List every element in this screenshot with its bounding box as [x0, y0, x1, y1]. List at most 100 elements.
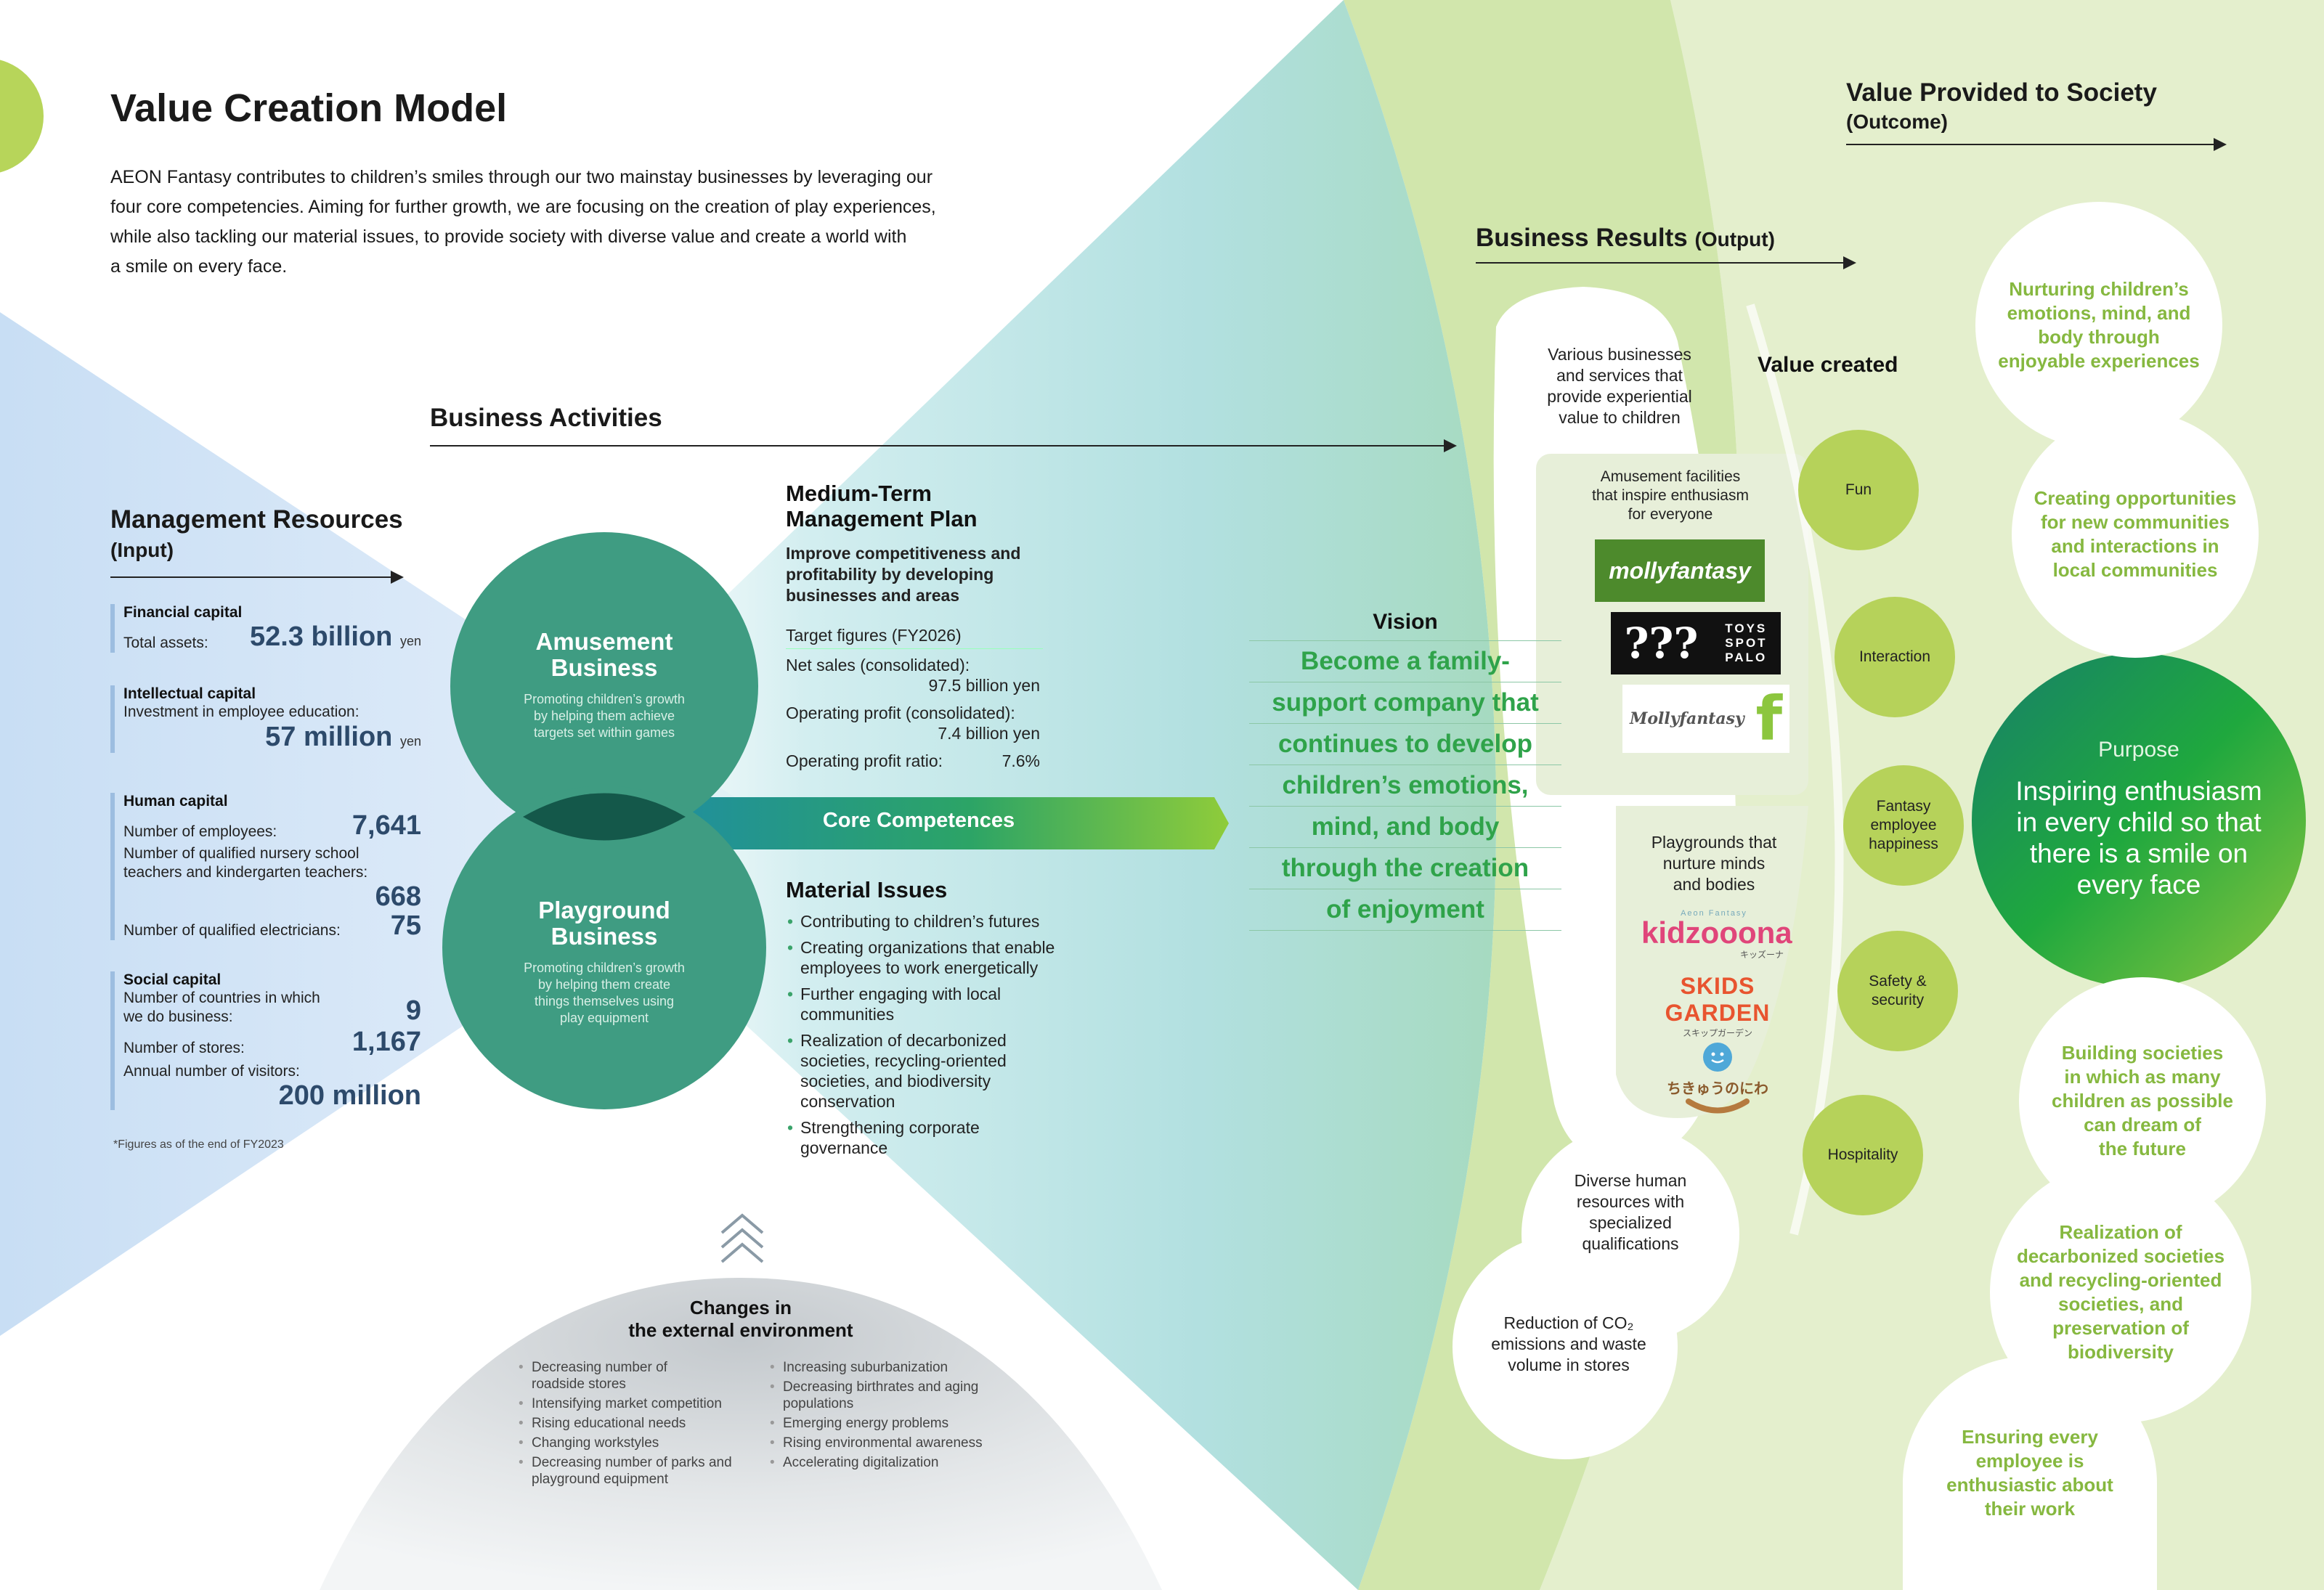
vision-line: mind, and body — [1249, 807, 1561, 848]
external-change-item: Increasing suburbanization — [768, 1359, 1015, 1376]
management-resources-heading: Management Resources — [110, 505, 403, 534]
external-change-item-line: populations — [783, 1396, 854, 1411]
external-environment-heading: Changes in the external environment — [596, 1297, 886, 1342]
skids-garden-kana: スキップガーデン — [1682, 1028, 1752, 1038]
material-issue-item-line: societies, and biodiversity — [800, 1072, 991, 1090]
value-safety-security: Safety & security — [1837, 931, 1958, 1051]
value-fun: Fun — [1798, 430, 1919, 550]
nursery-label: teachers and kindergarten teachers: — [123, 864, 368, 881]
external-list-right: Increasing suburbanizationDecreasing bir… — [768, 1359, 1015, 1474]
purpose-line: there is a smile on — [2029, 839, 2248, 868]
value-hospitality: Hospitality — [1803, 1095, 1923, 1215]
mtp-heading: Management Plan — [786, 506, 978, 531]
external-change-item: Rising educational needs — [517, 1415, 764, 1432]
outcome-line: and interactions in — [2051, 535, 2219, 557]
external-change-item-line: Emerging energy problems — [783, 1416, 949, 1431]
vision-heading: Vision — [1373, 610, 1438, 634]
countries-value: 9 — [405, 995, 421, 1026]
outcome-line: Building societies — [2061, 1041, 2224, 1064]
playgrounds-line: nurture minds — [1662, 854, 1766, 873]
outcome-line: enthusiastic about — [1946, 1474, 2113, 1496]
amusement-desc: Promoting children’s growth — [524, 692, 685, 706]
earth-icon — [1703, 1043, 1732, 1072]
skids-garden-logo: SKIDS GARDEN スキップガーデン — [1634, 973, 1801, 1039]
education-label: Investment in employee education: — [123, 704, 359, 720]
material-issue-item-line: employees to work energetically — [800, 958, 1039, 977]
intro-line: four core competencies. Aiming for furth… — [110, 197, 936, 217]
co2-line: Reduction of CO₂ — [1503, 1313, 1634, 1332]
toys-line: TOYS — [1725, 621, 1768, 635]
mtp-target: Target figures (FY2026) — [786, 625, 1043, 649]
material-issue-item-line: Strengthening corporate — [800, 1118, 980, 1137]
external-heading-line: the external environment — [628, 1319, 853, 1341]
outcome-line: Creating opportunities — [2033, 487, 2237, 509]
material-issue-item-line: conservation — [800, 1092, 895, 1111]
vision-line: support company that — [1249, 682, 1561, 724]
value-created-heading: Value created — [1758, 353, 1898, 377]
material-issue-item-line: Realization of decarbonized — [800, 1031, 1007, 1050]
skids-garden-text: SKIDS GARDEN — [1665, 973, 1771, 1026]
outcome-line: for new communities — [2040, 511, 2230, 533]
kidzooona-small: Aeon Fantasy — [1681, 909, 1747, 918]
amusement-fac-line: that inspire enthusiasm — [1592, 487, 1749, 504]
co2-reduction-text: Reduction of CO₂ emissions and waste vol… — [1467, 1313, 1670, 1376]
visitors-label: Annual number of visitors: — [123, 1063, 300, 1080]
purpose-label: Purpose — [2098, 738, 2179, 762]
value-fantasy-label: Fantasy employee happiness — [1869, 798, 1938, 852]
outcome-line: decarbonized societies — [2016, 1245, 2225, 1267]
nursery-value: 668 — [375, 881, 421, 912]
total-assets-label: Total assets: — [123, 635, 208, 651]
material-issue-item-line: communities — [800, 1005, 895, 1024]
stores-value: 1,167 — [352, 1027, 421, 1057]
core-competences-label: Core Competences — [822, 809, 1015, 832]
hands-icon — [1686, 1098, 1750, 1114]
external-change-item: Decreasing number of parks andplayground… — [517, 1454, 764, 1488]
amusement-business: Amusement Business Promoting children’s … — [481, 629, 728, 741]
amusement-desc: targets set within games — [533, 725, 675, 740]
external-change-item: Accelerating digitalization — [768, 1454, 1015, 1471]
molly-f: f — [1755, 683, 1782, 754]
business-results-arrow — [1476, 256, 1856, 269]
value-provided-arrow — [1846, 138, 2227, 151]
op-ratio-value: 7.6% — [1001, 751, 1040, 770]
amusement-fac-line: Amusement facilities — [1600, 468, 1741, 485]
external-change-item-line: Decreasing birthrates and aging — [783, 1379, 979, 1395]
molly-script: Mollyfantasy — [1630, 709, 1744, 728]
external-change-item: Intensifying market competition — [517, 1395, 764, 1412]
mollyfantasy-logo-text: mollyfantasy — [1609, 557, 1751, 584]
mtp-sub: profitability by developing — [786, 565, 994, 584]
outcome-line: in which as many — [2064, 1065, 2221, 1088]
value-fun-label: Fun — [1845, 481, 1872, 498]
material-issue-item-line: Contributing to children’s futures — [800, 912, 1040, 931]
external-change-item-line: Increasing suburbanization — [783, 1360, 948, 1375]
playground-desc: by helping them create — [537, 977, 671, 992]
outcome-line: and recycling-oriented — [2019, 1269, 2222, 1291]
outcome-line: their work — [1984, 1498, 2076, 1520]
co2-line: emissions and waste — [1491, 1334, 1646, 1353]
playground-desc: play equipment — [559, 1011, 649, 1025]
outcome-line: body through — [2038, 326, 2160, 348]
diverse-line: Diverse human — [1574, 1171, 1687, 1190]
outcome-line: the future — [2099, 1137, 2186, 1159]
op-profit-value: 7.4 billion yen — [938, 724, 1040, 743]
kidzooona-kana: キッズーナ — [1739, 950, 1784, 960]
purpose-line: every face — [2076, 870, 2201, 900]
purpose-line: in every child so that — [2016, 807, 2262, 837]
chikyu-text: ちきゅうのにわ — [1667, 1081, 1768, 1097]
outcome-line: biodiversity — [2068, 1341, 2174, 1363]
external-change-item-line: playground equipment — [532, 1472, 669, 1487]
material-issues-heading: Material Issues — [786, 877, 948, 902]
external-change-item-line: Rising environmental awareness — [783, 1435, 983, 1451]
toys-line: PALO — [1725, 651, 1768, 664]
vision-line: children’s emotions, — [1249, 765, 1561, 807]
kidzooona-text: kidzooona — [1641, 916, 1792, 950]
resources-footnote: *Figures as of the end of FY2023 — [113, 1138, 284, 1151]
value-hospitality-label: Hospitality — [1827, 1146, 1898, 1163]
